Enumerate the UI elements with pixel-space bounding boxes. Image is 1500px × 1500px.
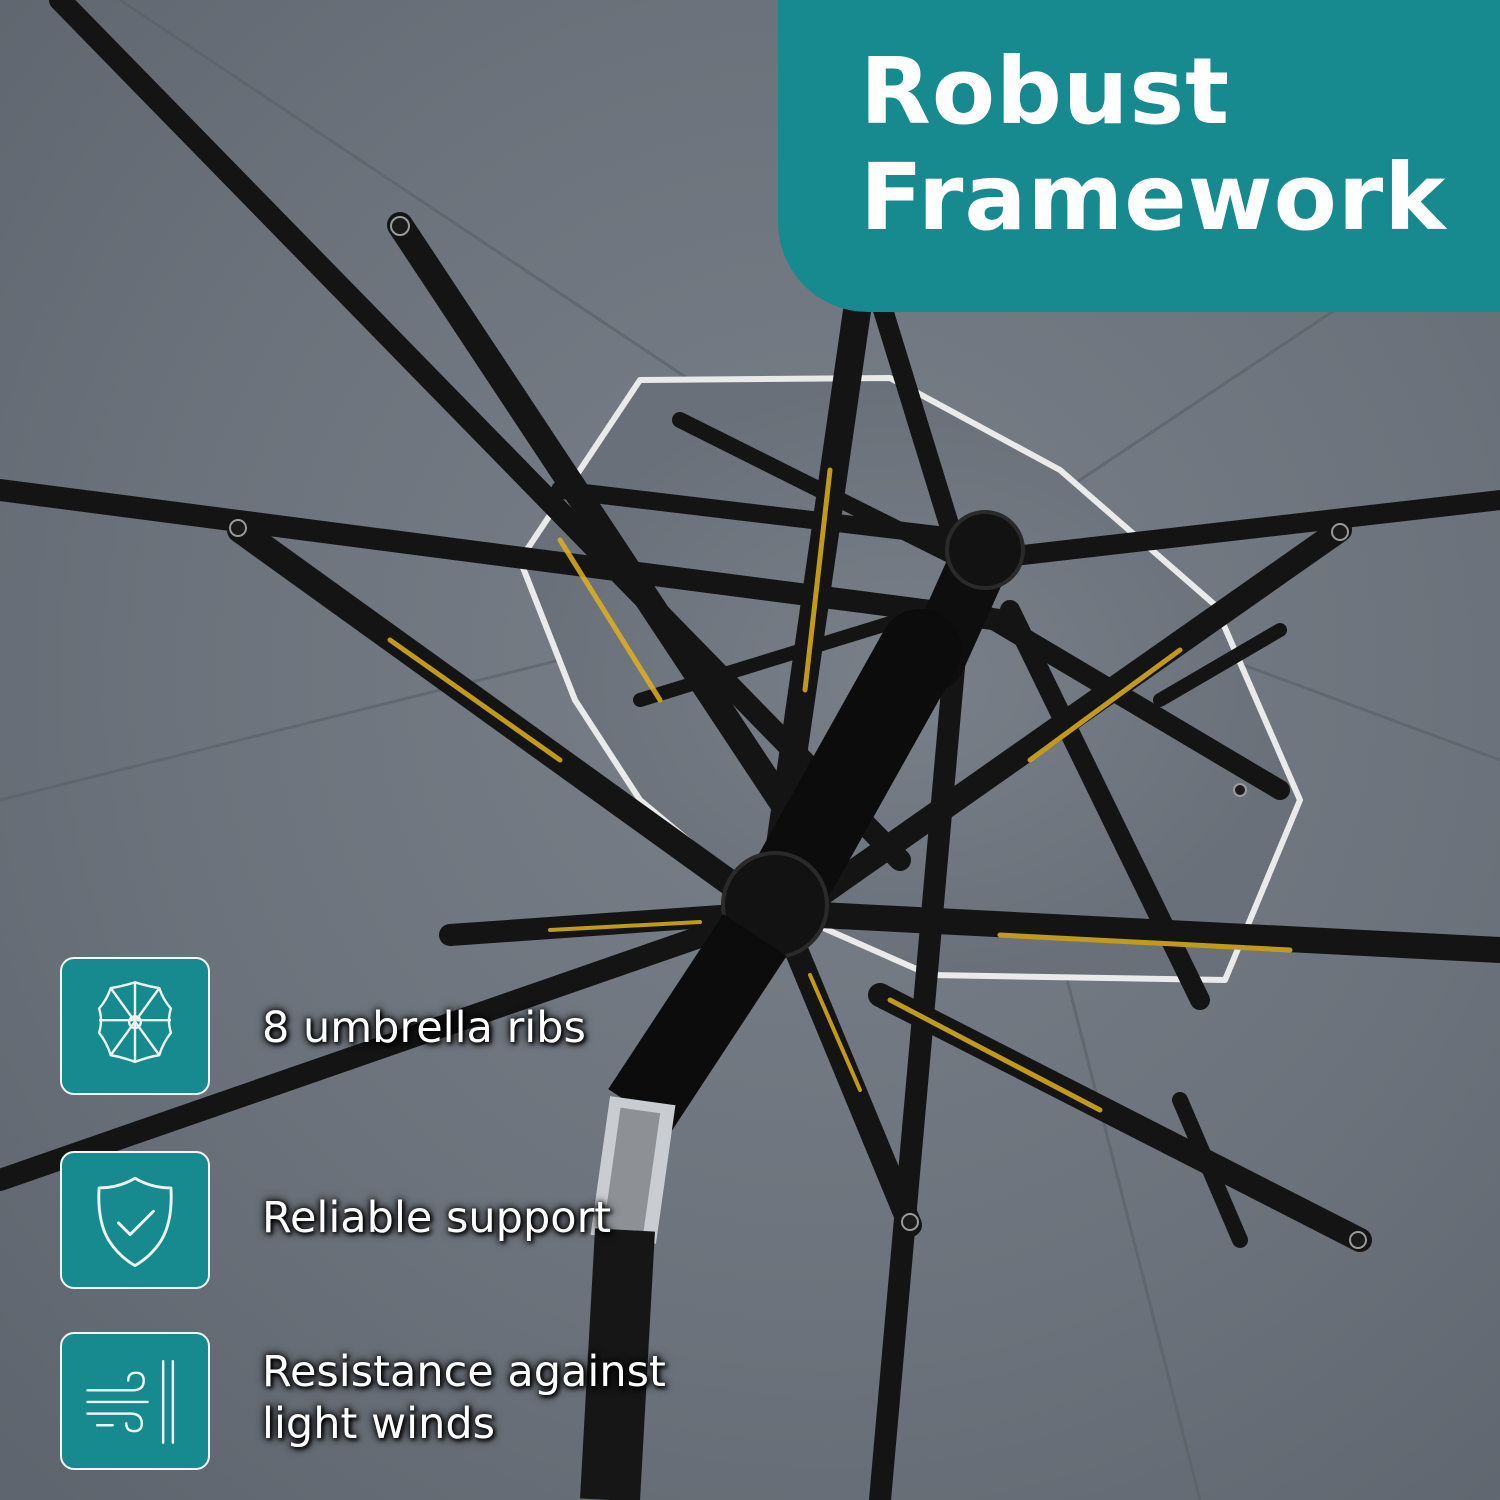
- wind-icon: [60, 1332, 210, 1470]
- title-line-2: Framework: [860, 144, 1447, 251]
- rib-highlights: [387, 467, 1293, 1113]
- umbrella-ribs-icon: [60, 957, 210, 1095]
- feature-support-label: Reliable support: [262, 1193, 612, 1243]
- feature-wind-label: Resistance against light winds: [262, 1346, 666, 1450]
- shield-check-icon: [60, 1151, 210, 1289]
- title-line-1: Robust: [860, 38, 1231, 145]
- feature-wind-label-line-2: light winds: [262, 1399, 496, 1449]
- umbrella-hub: [580, 510, 1025, 1500]
- feature-wind-label-line-1: Resistance against: [262, 1347, 666, 1397]
- rib-joints: [229, 216, 1367, 1249]
- title-panel: [778, 0, 1500, 312]
- feature-ribs-label: 8 umbrella ribs: [262, 1003, 586, 1053]
